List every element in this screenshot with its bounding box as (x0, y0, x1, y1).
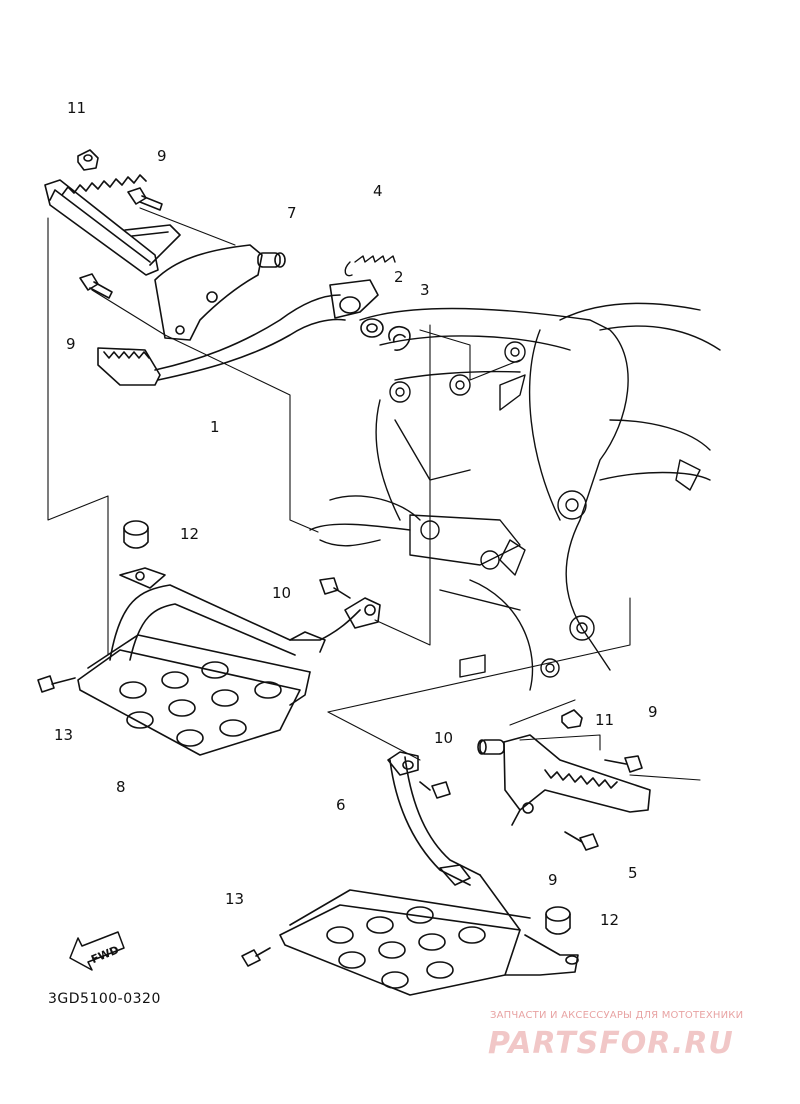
callout-3: 3 (420, 281, 430, 299)
callout-9-c: 9 (648, 703, 658, 721)
guard-plate-right (279, 751, 579, 996)
callout-10-b: 10 (434, 729, 454, 747)
fwd-arrow-icon (69, 931, 125, 971)
watermark-logo: PARTSFOR.RU (488, 1026, 734, 1061)
callout-6: 6 (336, 796, 346, 814)
nut-11-a (77, 149, 99, 171)
callout-5: 5 (628, 864, 638, 882)
callout-4: 4 (373, 182, 383, 200)
callout-12-a: 12 (180, 525, 200, 543)
brake-pedal (97, 279, 379, 386)
clip (388, 325, 411, 351)
callout-9-d: 9 (548, 871, 558, 889)
damper-12-b (545, 906, 571, 935)
callout-7: 7 (287, 204, 297, 222)
drawing-code: 3GD5100-0320 (48, 991, 161, 1007)
callout-8: 8 (116, 778, 126, 796)
callout-1: 1 (210, 418, 220, 436)
callout-13-b: 13 (225, 890, 245, 908)
bolt-10-b (419, 781, 451, 799)
fwd-label: FWD (89, 943, 121, 966)
bolt-9-d (564, 831, 599, 851)
bolt-13-a (37, 675, 76, 693)
callout-2: 2 (394, 268, 404, 286)
bolt-9-a (127, 187, 163, 211)
washer (360, 318, 384, 338)
watermark-tagline: ЗАПЧАСТИ И АКСЕССУАРЫ ДЛЯ МОТОТЕХНИКИ (490, 1010, 744, 1021)
bolt-13-b (241, 947, 271, 967)
leader-lines (47, 207, 701, 781)
bolt-9-b (79, 273, 113, 299)
callout-13-a: 13 (54, 726, 74, 744)
nut-11-b (561, 709, 583, 729)
footrest-right (477, 734, 651, 826)
callout-11-b: 11 (595, 711, 615, 729)
footrest-left (44, 174, 181, 276)
callout-10-a: 10 (272, 584, 292, 602)
footrest-bracket-left (154, 244, 286, 341)
bolt-10-a (319, 577, 351, 599)
callout-9-a: 9 (157, 147, 167, 165)
frame (309, 302, 721, 691)
bolt-9-c (604, 755, 643, 773)
spring (344, 255, 396, 277)
callout-12-b: 12 (600, 911, 620, 929)
callout-9-b: 9 (66, 335, 76, 353)
callout-11-a: 11 (67, 99, 87, 117)
damper-12-a (123, 520, 149, 549)
guard-plate-left (77, 567, 381, 756)
